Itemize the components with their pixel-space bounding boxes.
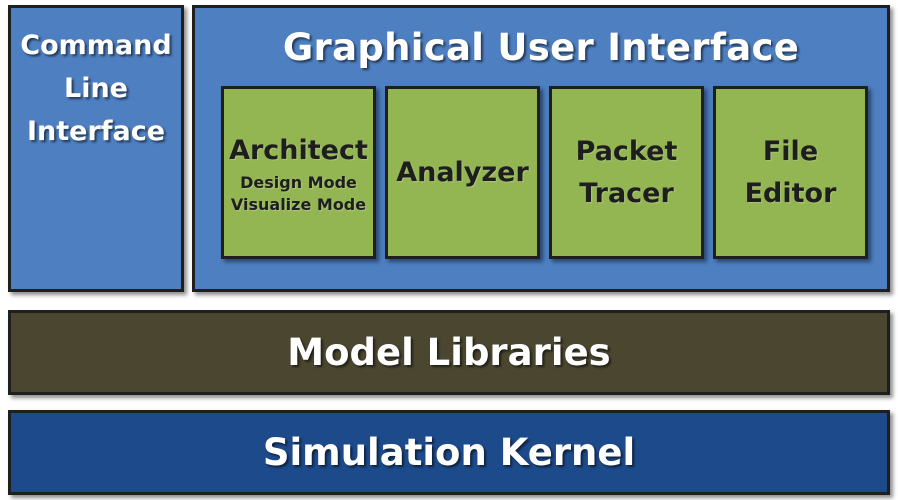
module-file-editor: File Editor xyxy=(713,86,868,259)
cli-label-line-2: Line xyxy=(64,73,128,104)
cli-label-line-3: Interface xyxy=(26,116,166,147)
module-analyzer-title: Analyzer xyxy=(396,156,529,188)
cli-label-line-1: Command xyxy=(20,30,172,61)
module-packet-tracer-line-1: Packet xyxy=(575,135,678,167)
module-packet-tracer-line-2: Tracer xyxy=(579,177,674,209)
module-file-editor-line-1: File xyxy=(762,135,819,167)
simulation-kernel-label: Simulation Kernel xyxy=(262,431,636,474)
module-architect: Architect Design Mode Visualize Mode xyxy=(221,86,376,259)
module-architect-visualize-mode: Visualize Mode xyxy=(230,194,367,214)
model-libraries-layer: Model Libraries xyxy=(8,310,890,395)
module-file-editor-line-2: Editor xyxy=(744,177,837,209)
module-architect-design-mode: Design Mode xyxy=(240,172,357,192)
gui-title: Graphical User Interface xyxy=(282,26,800,69)
module-architect-title: Architect xyxy=(229,134,368,166)
graphical-user-interface-box: Graphical User Interface Architect Desig… xyxy=(192,5,890,292)
simulation-kernel-layer: Simulation Kernel xyxy=(8,410,890,495)
model-libraries-label: Model Libraries xyxy=(287,331,611,374)
module-packet-tracer: Packet Tracer xyxy=(549,86,704,259)
module-analyzer: Analyzer xyxy=(385,86,540,259)
command-line-interface-box: Command Line Interface xyxy=(8,5,184,292)
